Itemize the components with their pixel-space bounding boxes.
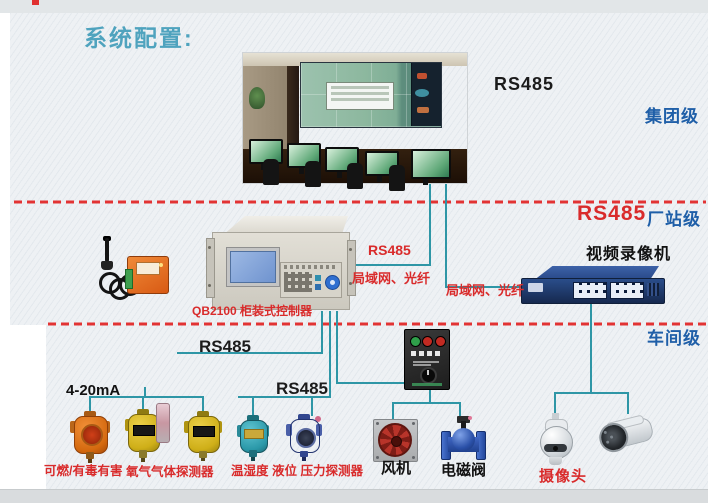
transmitter-display: [244, 429, 264, 439]
tier-group-label: 集团级: [645, 107, 699, 126]
gas-detector-combustible: [70, 411, 110, 463]
lan-fiber-left-label: 局域网、光纤: [352, 271, 431, 286]
chair: [347, 163, 363, 189]
rs485-group-label: RS485: [494, 74, 555, 94]
detector-window: [193, 426, 215, 437]
photo-plant: [249, 87, 265, 109]
vent-grille: [647, 283, 659, 296]
rs485-field-label: RS485: [276, 379, 328, 398]
detector-oxygen-label: 氧气气体探测器: [126, 465, 214, 479]
bottom-strip: [0, 489, 708, 503]
monitor: [411, 149, 451, 185]
lan-fiber-right-label: 局域网、光纤: [446, 283, 525, 298]
calibration-column: [156, 403, 170, 443]
wireless-rs485-module: [93, 236, 171, 300]
port-group: [573, 282, 607, 299]
gas-detector-oxygen-2: [184, 411, 222, 461]
fan-device: [373, 419, 418, 462]
chair: [263, 159, 279, 185]
camera-label: 摄像头: [539, 468, 588, 485]
solenoid-valve-device: [441, 416, 486, 460]
link-controller-wireless: [177, 311, 323, 354]
selector-knob: [420, 367, 437, 384]
top-red-mark: [32, 0, 39, 5]
controller-label: QB2100 柜装式控制器: [192, 304, 313, 318]
link-controller-controlbox: [336, 311, 406, 384]
link-room-recorder: [445, 184, 526, 288]
fan-label: 风机: [381, 460, 412, 477]
video-wall: [300, 62, 442, 128]
dome-camera-device: [538, 413, 574, 467]
transmitter-temp-humidity: [237, 415, 269, 461]
control-room-photo: [243, 53, 467, 191]
bus-cameras: [554, 392, 629, 416]
controller-device: [206, 216, 356, 312]
bus-fan-valve: [392, 402, 461, 421]
camera-lens: [553, 446, 558, 451]
photo-pillar: [287, 66, 299, 158]
left-margin: [10, 325, 46, 489]
valve-label: 电磁阀: [441, 462, 487, 479]
top-strip: [0, 0, 708, 13]
rs485-uplink-label: RS485: [368, 242, 411, 258]
page-title: 系统配置:: [84, 25, 194, 51]
transmitter-display: [296, 428, 316, 448]
tier-workshop-label: 车间级: [647, 329, 701, 348]
video-wall-chart: [326, 82, 394, 110]
rs485-radio-box: [125, 256, 169, 294]
rs485-wireless-label: RS485: [199, 337, 251, 356]
video-recorder-device: [521, 266, 665, 304]
green-button: [410, 336, 421, 347]
red-button: [422, 336, 433, 347]
detector-combustible-label: 可燃/有毒有害: [44, 464, 123, 478]
controller-lcd: [226, 247, 280, 287]
rs485-plant-label: RS485: [577, 202, 647, 225]
tier-plant-label: 厂站级: [647, 210, 701, 229]
controller-keypad: [280, 262, 342, 298]
port-group: [610, 282, 644, 299]
control-box-device: [404, 329, 450, 390]
analog-4-20ma-label: 4-20mA: [66, 382, 121, 399]
chair: [389, 165, 405, 191]
gas-detector-oxygen-1: [125, 409, 161, 462]
red-button: [435, 336, 446, 347]
chair: [305, 161, 321, 187]
transmitter-pressure: [286, 414, 322, 461]
recorder-logo: [528, 283, 543, 292]
link-controller-field-bus: [238, 311, 331, 398]
detector-temp-level-pressure-label: 温湿度 液位 压力探测器: [231, 464, 363, 478]
detector-window: [133, 425, 155, 436]
analog-bus: [89, 396, 204, 415]
pressure-knob: [315, 416, 321, 422]
detector-window: [81, 424, 103, 446]
video-recorder-label: 视频录像机: [586, 246, 672, 263]
controller-jog-button: [325, 275, 340, 290]
link-room-controller: [350, 184, 431, 266]
